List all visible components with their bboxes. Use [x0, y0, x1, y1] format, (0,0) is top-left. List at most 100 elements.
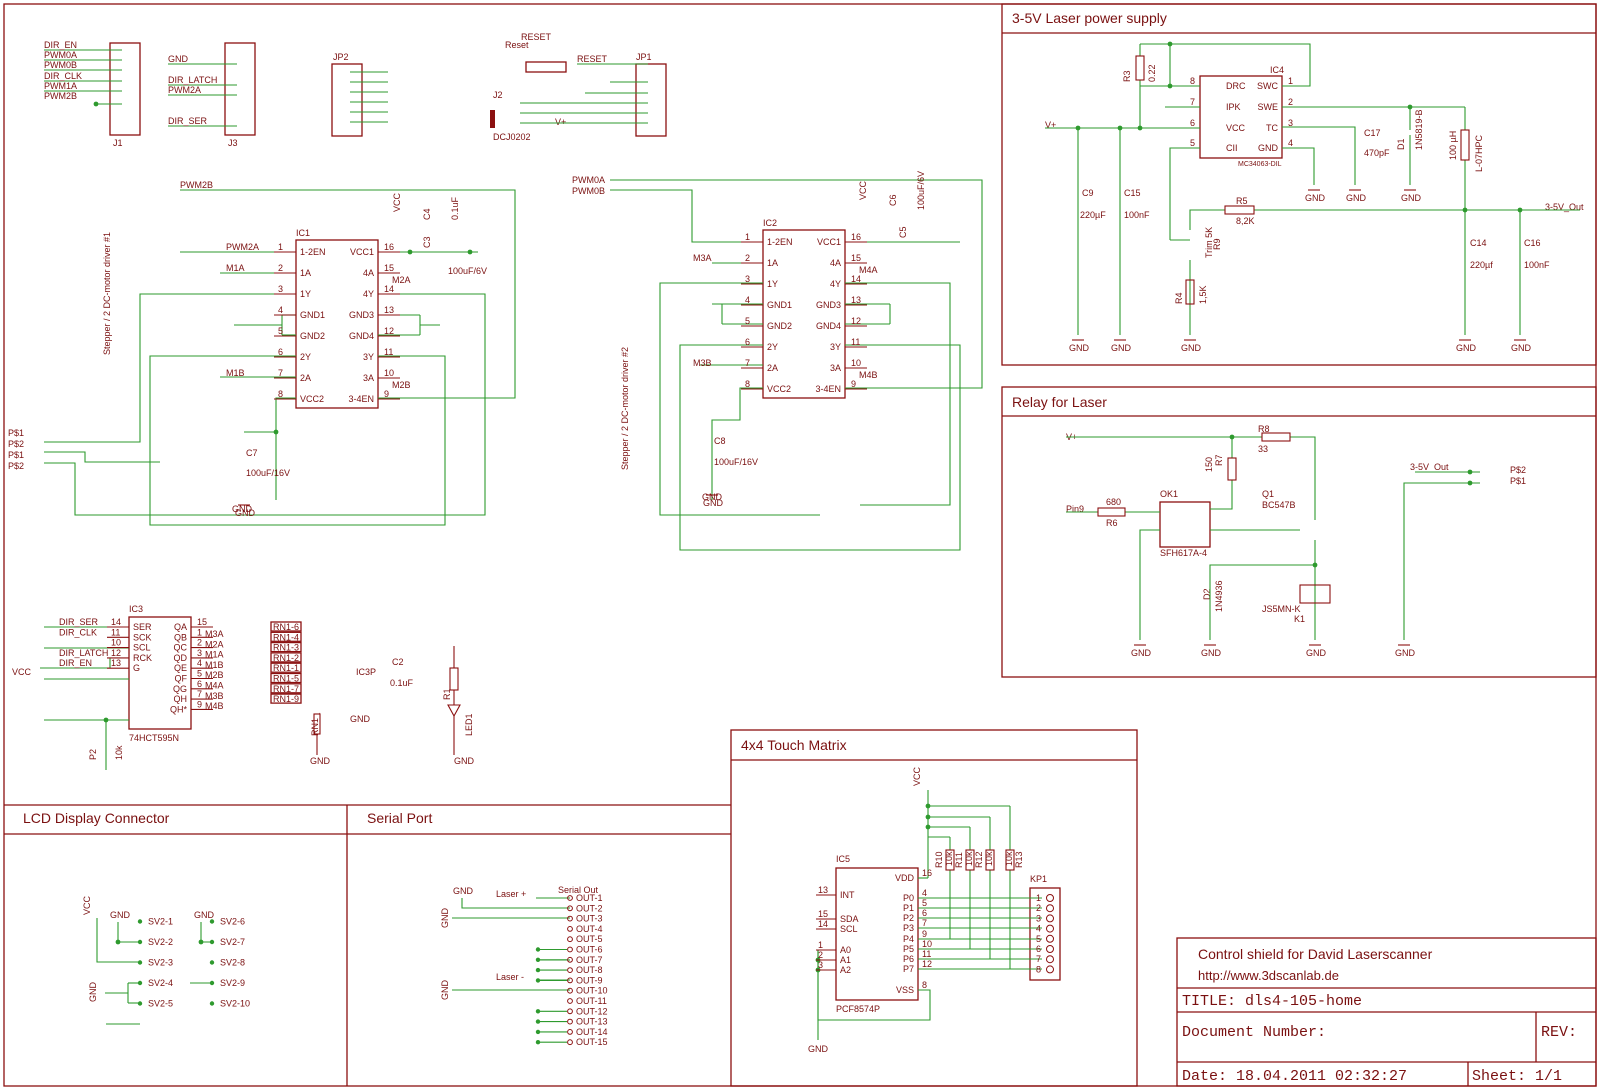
- ic3-net-label: M1A: [205, 650, 224, 660]
- svg-text:DIR_EN: DIR_EN: [44, 40, 77, 50]
- ic2-pin-number: 1: [745, 232, 750, 242]
- svg-text:100nF: 100nF: [1124, 210, 1150, 220]
- ic5-pin-number: 9: [922, 929, 927, 939]
- ic2-pin-number: 4: [745, 295, 750, 305]
- lcd-pin-label: SV2-8: [220, 958, 245, 968]
- ic5-pin-name: P5: [903, 944, 914, 954]
- ic3-pin-name: SCK: [133, 632, 152, 642]
- ic5-pin-name: VDD: [895, 873, 915, 883]
- ic3-rn-label: RN1-2: [273, 653, 299, 663]
- svg-text:R12: R12: [974, 851, 984, 868]
- svg-text:R10: R10: [934, 851, 944, 868]
- ic4-pin-name: TC: [1266, 123, 1278, 133]
- ic1-pin-name: 2A: [300, 373, 311, 383]
- ic3-pin-number: 13: [111, 658, 121, 668]
- ic2-pin-number: 3: [745, 274, 750, 284]
- svg-text:IC3: IC3: [129, 604, 143, 614]
- ic1-pin-number: 10: [384, 368, 394, 378]
- tb-date: Date: 18.04.2011 02:32:27: [1182, 1068, 1407, 1085]
- ic3-pin-number: 11: [111, 627, 120, 637]
- serial-pin: [567, 1018, 573, 1025]
- frame-laser-psu: [1001, 3, 1597, 366]
- lcd-pin-label: SV2-5: [148, 999, 173, 1009]
- ic4-pin-name: GND: [1258, 143, 1279, 153]
- svg-text:100uF/16V: 100uF/16V: [714, 457, 758, 467]
- ic5-pin-name: SCL: [840, 924, 858, 934]
- svg-text:P2: P2: [88, 749, 98, 760]
- ic1-pin-number: 1: [278, 242, 283, 252]
- svg-text:DIR_SER: DIR_SER: [168, 116, 208, 126]
- ic4-pin-name: SWE: [1257, 102, 1278, 112]
- ic3-net-label: M3B: [205, 691, 224, 701]
- ground-label: GND: [1456, 343, 1477, 353]
- ic3-rn-label: RN1-7: [273, 684, 299, 694]
- ic3-rn-box: [270, 693, 302, 704]
- lcd-pin-dot: [137, 960, 143, 965]
- title-laser-psu: 3-5V Laser power supply: [1012, 10, 1167, 26]
- ic5-pin-number: 10: [922, 939, 932, 949]
- driver-ic1: IC1 Stepper / 2 DC-motor driver #1 PWM2B: [8, 180, 516, 526]
- title-block-text: Control shield for David Laserscanner ht…: [1182, 946, 1577, 1085]
- ic3-pin-number: 4: [197, 658, 202, 668]
- kp1-pin: [1046, 934, 1054, 943]
- ic3-pin-name: SER: [133, 622, 152, 632]
- serial-port: Serial Out Laser + Laser - GND GND GND: [440, 885, 599, 1000]
- tb-doc-number: Document Number:: [1182, 1024, 1326, 1041]
- svg-text:L-07HPC: L-07HPC: [1474, 134, 1484, 172]
- svg-text:J2: J2: [493, 90, 503, 100]
- ic2-pin-number: 6: [745, 337, 750, 347]
- svg-text:C7: C7: [246, 448, 258, 458]
- ic5-pin-number: 12: [922, 959, 932, 969]
- ic1-pin-number: 8: [278, 389, 283, 399]
- ic1-pin-name: 1-2EN: [300, 247, 326, 257]
- serial-pin-label: OUT-15: [576, 1037, 608, 1047]
- kp1-pin-number: 5: [1036, 934, 1041, 944]
- svg-text:MC34063-DIL: MC34063-DIL: [1238, 161, 1282, 168]
- serial-pin: [567, 1039, 573, 1046]
- ic2-pin-name: 3Y: [830, 342, 841, 352]
- lcd-pin-label: SV2-10: [220, 999, 250, 1009]
- ic2-pin-number: 10: [851, 358, 861, 368]
- svg-text:IC4: IC4: [1270, 65, 1284, 75]
- ground-label: GND: [1181, 343, 1202, 353]
- svg-text:IC5: IC5: [836, 854, 850, 864]
- ic2-net-label: M3A: [693, 253, 712, 263]
- svg-text:DCJ0202: DCJ0202: [493, 132, 531, 142]
- pullup-value: 10k: [944, 851, 954, 866]
- ic5-pin-name: P3: [903, 923, 914, 933]
- ic1-pin-number: 12: [384, 326, 394, 336]
- ic5-pin-number: 11: [922, 949, 931, 959]
- svg-text:R4: R4: [1174, 292, 1184, 304]
- ic3-rn-label: RN1-1: [273, 663, 299, 673]
- ic1-pin-number: 3: [278, 284, 283, 294]
- ic3-pin-number: 7: [197, 689, 202, 699]
- ground-label: GND: [1401, 193, 1422, 203]
- svg-text:R5: R5: [1236, 196, 1248, 206]
- ic3-rn-label: RN1-5: [273, 674, 299, 684]
- driver-ic2: IC2 Stepper / 2 DC-motor driver #2 PWM0A…: [572, 171, 983, 551]
- ic2-pin-name: 4Y: [830, 279, 841, 289]
- serial-pin: [567, 956, 573, 963]
- svg-text:P$2: P$2: [8, 439, 24, 449]
- ic1-pin-name: GND4: [349, 331, 374, 341]
- svg-text:C8: C8: [714, 436, 726, 446]
- ic5-pin-number: 3: [818, 960, 823, 970]
- ic1-pin-number: 2: [278, 263, 283, 273]
- ic2-net-label: M4A: [859, 265, 878, 275]
- ic3-rn-box: [270, 683, 302, 694]
- lcd-pin-label: SV2-7: [220, 937, 245, 947]
- svg-text:150: 150: [1204, 457, 1214, 472]
- ic1-pin-name: 4A: [363, 268, 374, 278]
- svg-text:J1: J1: [113, 138, 123, 148]
- ic2-pin-name: 1A: [767, 258, 778, 268]
- svg-text:GND: GND: [232, 504, 253, 514]
- ic2-pin-number: 5: [745, 316, 750, 326]
- pullup-value: 10k: [964, 851, 974, 866]
- ic3-pin-name: QH: [174, 694, 188, 704]
- ic2-pin-name: 1Y: [767, 279, 778, 289]
- ic1-pin-name: 3Y: [363, 352, 374, 362]
- ic3-pin-name: RCK: [133, 653, 152, 663]
- ic3-pin-name: G: [133, 663, 140, 673]
- serial-pin: [567, 946, 573, 953]
